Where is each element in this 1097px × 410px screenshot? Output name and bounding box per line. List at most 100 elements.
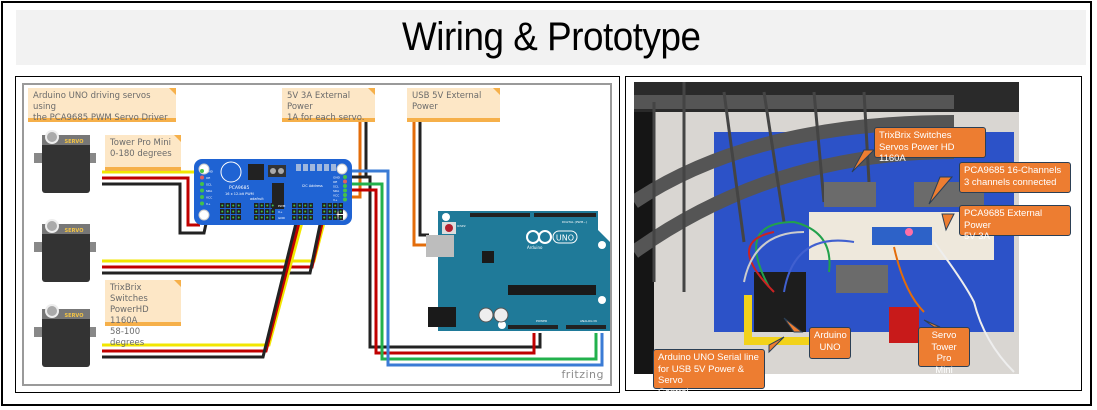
title-bar: Wiring & Prototype bbox=[16, 10, 1086, 65]
pca-header-pin-dot bbox=[328, 210, 331, 213]
pca-header-pin-dot bbox=[271, 210, 274, 213]
pca-left-pin-vplus bbox=[200, 201, 204, 206]
pca-header-pin-dot bbox=[237, 216, 240, 219]
wiring-diagram-panel: SERVO SERVO SERVO bbox=[15, 76, 620, 393]
pca-right-pin-sda bbox=[343, 188, 347, 193]
pca9685-board: PCA9685 16 x 12-bit PWM I2C Address adaf… bbox=[194, 159, 352, 225]
pca-header-pin-dot bbox=[293, 204, 296, 207]
pca-i2c-label: I2C Address bbox=[302, 184, 323, 188]
note-servo-trixbrix: TrixBrix Switches PowerHD 1160A 58-100 d… bbox=[105, 280, 181, 348]
pca-header-pin-dot bbox=[226, 210, 229, 213]
pca-header-pin-dot bbox=[334, 204, 337, 207]
wire-pca-vcc-arduino bbox=[346, 188, 536, 355]
wire-servo3-ground bbox=[102, 214, 300, 359]
pca-left-pin-label: V+ bbox=[206, 202, 211, 206]
pca-header-pin-dot bbox=[323, 204, 326, 207]
wire-pca-gnd-arduino bbox=[346, 175, 542, 349]
pca-header-pin-dot bbox=[232, 204, 235, 207]
pca-header-pin-dot bbox=[260, 204, 263, 207]
pca-board-name: PCA9685 bbox=[229, 185, 250, 191]
photo-illustration bbox=[634, 82, 1019, 374]
callout-servo-tower-pro: Servo Tower Pro Mini bbox=[918, 327, 970, 376]
pca-header-pin-dot bbox=[328, 204, 331, 207]
prototype-photo bbox=[634, 82, 1019, 374]
pca-header-pin-dot bbox=[255, 210, 258, 213]
pca-header-pin-dot bbox=[323, 210, 326, 213]
servo-brick-1 bbox=[824, 182, 876, 207]
pca-left-pin-oe bbox=[200, 175, 204, 180]
pointer-serial bbox=[768, 336, 785, 354]
pca-right-pin-label: SDA bbox=[333, 189, 340, 193]
pca-header-pin-dot bbox=[221, 204, 224, 207]
servo-2-label: SERVO bbox=[65, 228, 84, 234]
pca-right-pin-label: OE bbox=[333, 180, 337, 184]
pca-row-label: PWM bbox=[278, 204, 286, 208]
prototype-photo-panel: TrixBrix Switches Servos Power HD 1160A … bbox=[625, 76, 1082, 398]
servo-photo bbox=[889, 307, 919, 343]
pca-header-pin-dot bbox=[266, 210, 269, 213]
pca-header-pin-dot bbox=[304, 210, 307, 213]
pca-header-pin-dot bbox=[237, 210, 240, 213]
pca-header-pin-dot bbox=[339, 210, 342, 213]
pca-left-pin-label: OE bbox=[206, 176, 210, 180]
note-external-power: 5V 3A External Power 1A for each servo. bbox=[282, 88, 375, 123]
arduino-uno-board: RESET bbox=[426, 211, 610, 331]
note-main-description: Arduino UNO driving servos using the PCA… bbox=[28, 88, 176, 123]
pca-header-pin-dot bbox=[293, 216, 296, 219]
pca-header-pin-dot bbox=[293, 210, 296, 213]
pca-header-pin-dot bbox=[339, 216, 342, 219]
pca-header-pin-dot bbox=[271, 216, 274, 219]
pca-right-pin-label: VCC bbox=[333, 193, 339, 197]
pca-right-pin-oe bbox=[343, 179, 347, 184]
pca-header-pin-dot bbox=[304, 204, 307, 207]
pca-header-pin-dot bbox=[271, 204, 274, 207]
pca-header-pin-dot bbox=[328, 216, 331, 219]
callout-pointers bbox=[768, 149, 955, 354]
pca-header-pin-dot bbox=[232, 216, 235, 219]
pca-left-pin-label: VCC bbox=[206, 195, 212, 199]
pca-left-pin-label: SCL bbox=[206, 182, 212, 186]
pca-right-pin-vcc bbox=[343, 193, 347, 197]
callout-trixbrix-servos: TrixBrix Switches Servos Power HD 1160A bbox=[874, 127, 986, 164]
pca-row-label: GND bbox=[278, 216, 286, 220]
pca-left-pin-vcc bbox=[200, 195, 204, 199]
pca-header-pin-dot bbox=[298, 210, 301, 213]
callout-arduino-uno: Arduino UNO bbox=[809, 327, 851, 359]
fritzing-canvas: SERVO SERVO SERVO bbox=[22, 83, 612, 386]
arduino-digital-label: DIGITAL (PWM~) bbox=[562, 220, 587, 224]
callout-pca-channels: PCA9685 16-Channels 3 channels connected bbox=[959, 162, 1071, 193]
servo-1-label: SERVO bbox=[65, 139, 84, 145]
pca-row-label: V+ bbox=[278, 210, 283, 214]
pca-header-pin-dot bbox=[237, 204, 240, 207]
callout-serial-line: Arduino UNO Serial line for USB 5V Power… bbox=[653, 349, 765, 398]
arduino-icsp-label: ICSP2 bbox=[457, 224, 466, 228]
pca-left-pin-gnd bbox=[200, 169, 204, 173]
pca-header-pin-dot bbox=[323, 216, 326, 219]
pca-header-pin-dot bbox=[309, 216, 312, 219]
photo-wires bbox=[743, 220, 1015, 373]
pointer-trixbrix bbox=[851, 149, 876, 173]
pca-header-pin-dot bbox=[309, 204, 312, 207]
pca-left-pin-scl bbox=[200, 182, 204, 186]
pca-header-pin-dot bbox=[309, 210, 312, 213]
pca-header-pin-dot bbox=[298, 204, 301, 207]
pca-left-pin-label: SDA bbox=[206, 189, 213, 193]
pca-header-pin-dot bbox=[255, 204, 258, 207]
wire-pca-scl-arduino bbox=[346, 169, 604, 367]
pca-header-pin-dot bbox=[266, 216, 269, 219]
servo-3-label: SERVO bbox=[65, 313, 84, 319]
pca-header-pin-dot bbox=[226, 204, 229, 207]
arduino-photo bbox=[754, 272, 806, 332]
arduino-brand: Arduino bbox=[527, 245, 543, 250]
pca-header-pin-dot bbox=[304, 216, 307, 219]
wire-servo1-power bbox=[102, 176, 200, 227]
wire-usb-power-ground bbox=[418, 122, 429, 237]
fritzing-watermark: fritzing bbox=[561, 368, 604, 381]
arduino-analog-label: ANALOG IN bbox=[580, 319, 597, 323]
pca-right-pin-label: V+ bbox=[333, 198, 338, 202]
pca-header-pin-dot bbox=[232, 210, 235, 213]
pca-right-pin-gnd bbox=[343, 175, 347, 179]
pca-left-pin-sda bbox=[200, 188, 204, 193]
pca-board-photo bbox=[872, 227, 932, 245]
